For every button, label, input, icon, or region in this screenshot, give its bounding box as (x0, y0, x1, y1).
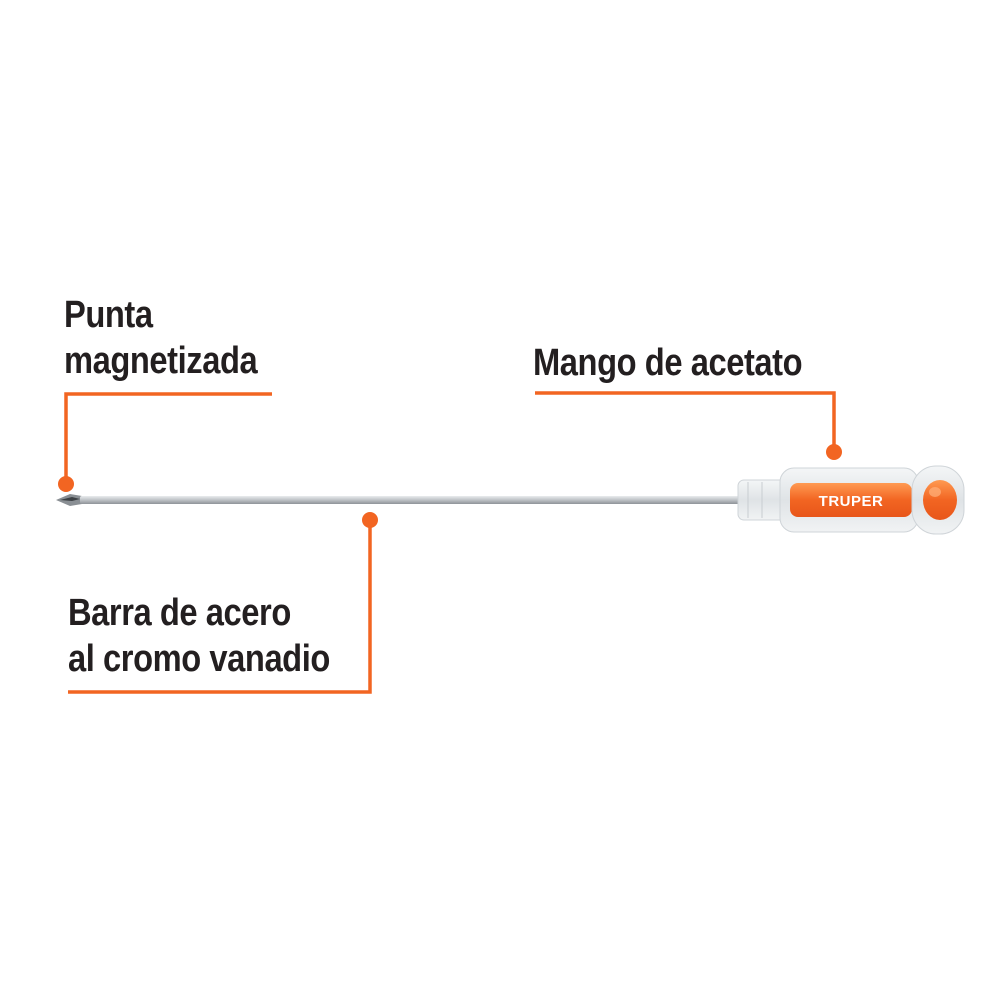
callout-dots (58, 444, 842, 528)
handle-label-line1: Mango de acetato (533, 342, 803, 384)
handle-cap-orange (923, 480, 957, 520)
handle-callout-dot (826, 444, 842, 460)
shaft-label-line1: Barra de acero (68, 592, 291, 634)
tip-callout-line (64, 392, 272, 480)
tip-callout-label: Punta magnetizada (64, 292, 258, 384)
tip-label-line2: magnetizada (64, 340, 258, 382)
callout-lines (64, 391, 836, 694)
handle-callout-label: Mango de acetato (533, 340, 803, 386)
tip-label-line1: Punta (64, 294, 153, 336)
screwdriver-icon: TRUPER (56, 465, 965, 535)
shaft-callout-line (68, 520, 372, 694)
shaft-label-line2: al cromo vanadio (68, 638, 330, 680)
shaft-callout-label: Barra de acero al cromo vanadio (68, 590, 330, 682)
shaft-callout-dot (362, 512, 378, 528)
handle-orange-insert (790, 483, 912, 517)
brand-logo: TRUPER (819, 493, 884, 510)
tip-callout-dot (58, 476, 74, 492)
shaft (80, 496, 744, 504)
handle-callout-line (535, 391, 836, 450)
